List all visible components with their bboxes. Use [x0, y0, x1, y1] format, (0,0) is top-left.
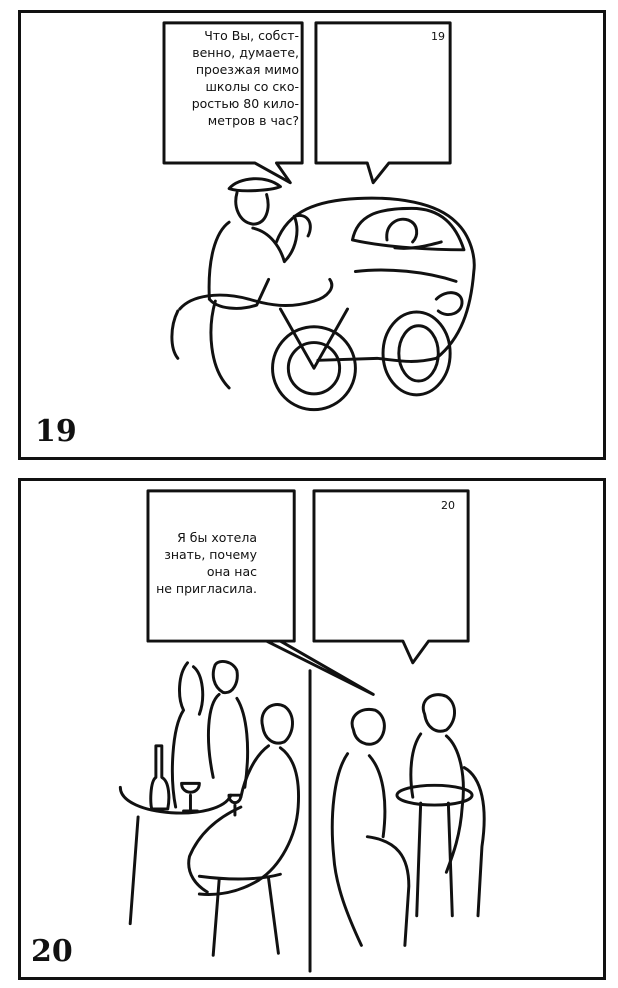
policeman-body — [207, 214, 312, 301]
held-glass — [227, 793, 243, 817]
seated-man-head — [350, 707, 386, 746]
wine-glass — [180, 781, 201, 813]
seated-woman-head — [260, 703, 294, 745]
car-body — [275, 196, 476, 363]
standing-man — [206, 659, 250, 789]
panel-number: 19 — [35, 414, 77, 449]
policeman-head — [234, 191, 270, 226]
standing-woman — [170, 661, 205, 809]
bottle — [149, 744, 171, 811]
car-headlight — [434, 291, 464, 316]
policeman-leg — [209, 299, 231, 390]
panel-19-illustration — [162, 21, 476, 412]
seated-woman-body — [239, 744, 301, 882]
speech-bubble-right-empty — [314, 21, 452, 185]
motorcycle-front-wheel — [271, 325, 357, 412]
speech-bubble-left — [162, 21, 304, 185]
empty-bubble-number: 19 — [431, 30, 445, 43]
chair-left — [197, 872, 282, 957]
seated-woman-right-head — [421, 693, 457, 733]
speech-bubble-right-empty — [312, 489, 470, 665]
empty-bubble-number: 20 — [441, 499, 455, 512]
policeman-cap — [227, 177, 282, 193]
car-front-wheel — [381, 310, 452, 397]
car-driver — [385, 217, 443, 250]
speech-text-policeman: Что Вы, собст- венно, думаете, проезжая … — [191, 28, 299, 128]
table-left — [118, 785, 233, 815]
seated-man-body — [330, 752, 387, 947]
comic-panel-19: Что Вы, собст- венно, думаете, проезжая … — [18, 10, 606, 460]
car-door-line — [353, 268, 458, 283]
comic-panel-20: Я бы хотела знать, почему она нас не при… — [18, 478, 606, 980]
table-right — [395, 783, 474, 807]
motorcycle-frame — [178, 277, 334, 311]
speech-text-woman: Я бы хотела знать, почему она нас не при… — [156, 530, 257, 596]
speech-bubble-left — [146, 489, 375, 696]
panel-20-illustration — [118, 489, 486, 973]
chair-right — [365, 835, 411, 947]
seated-woman-right-body — [409, 732, 465, 874]
seated-woman-legs — [187, 805, 261, 896]
panel-number: 20 — [31, 934, 73, 969]
